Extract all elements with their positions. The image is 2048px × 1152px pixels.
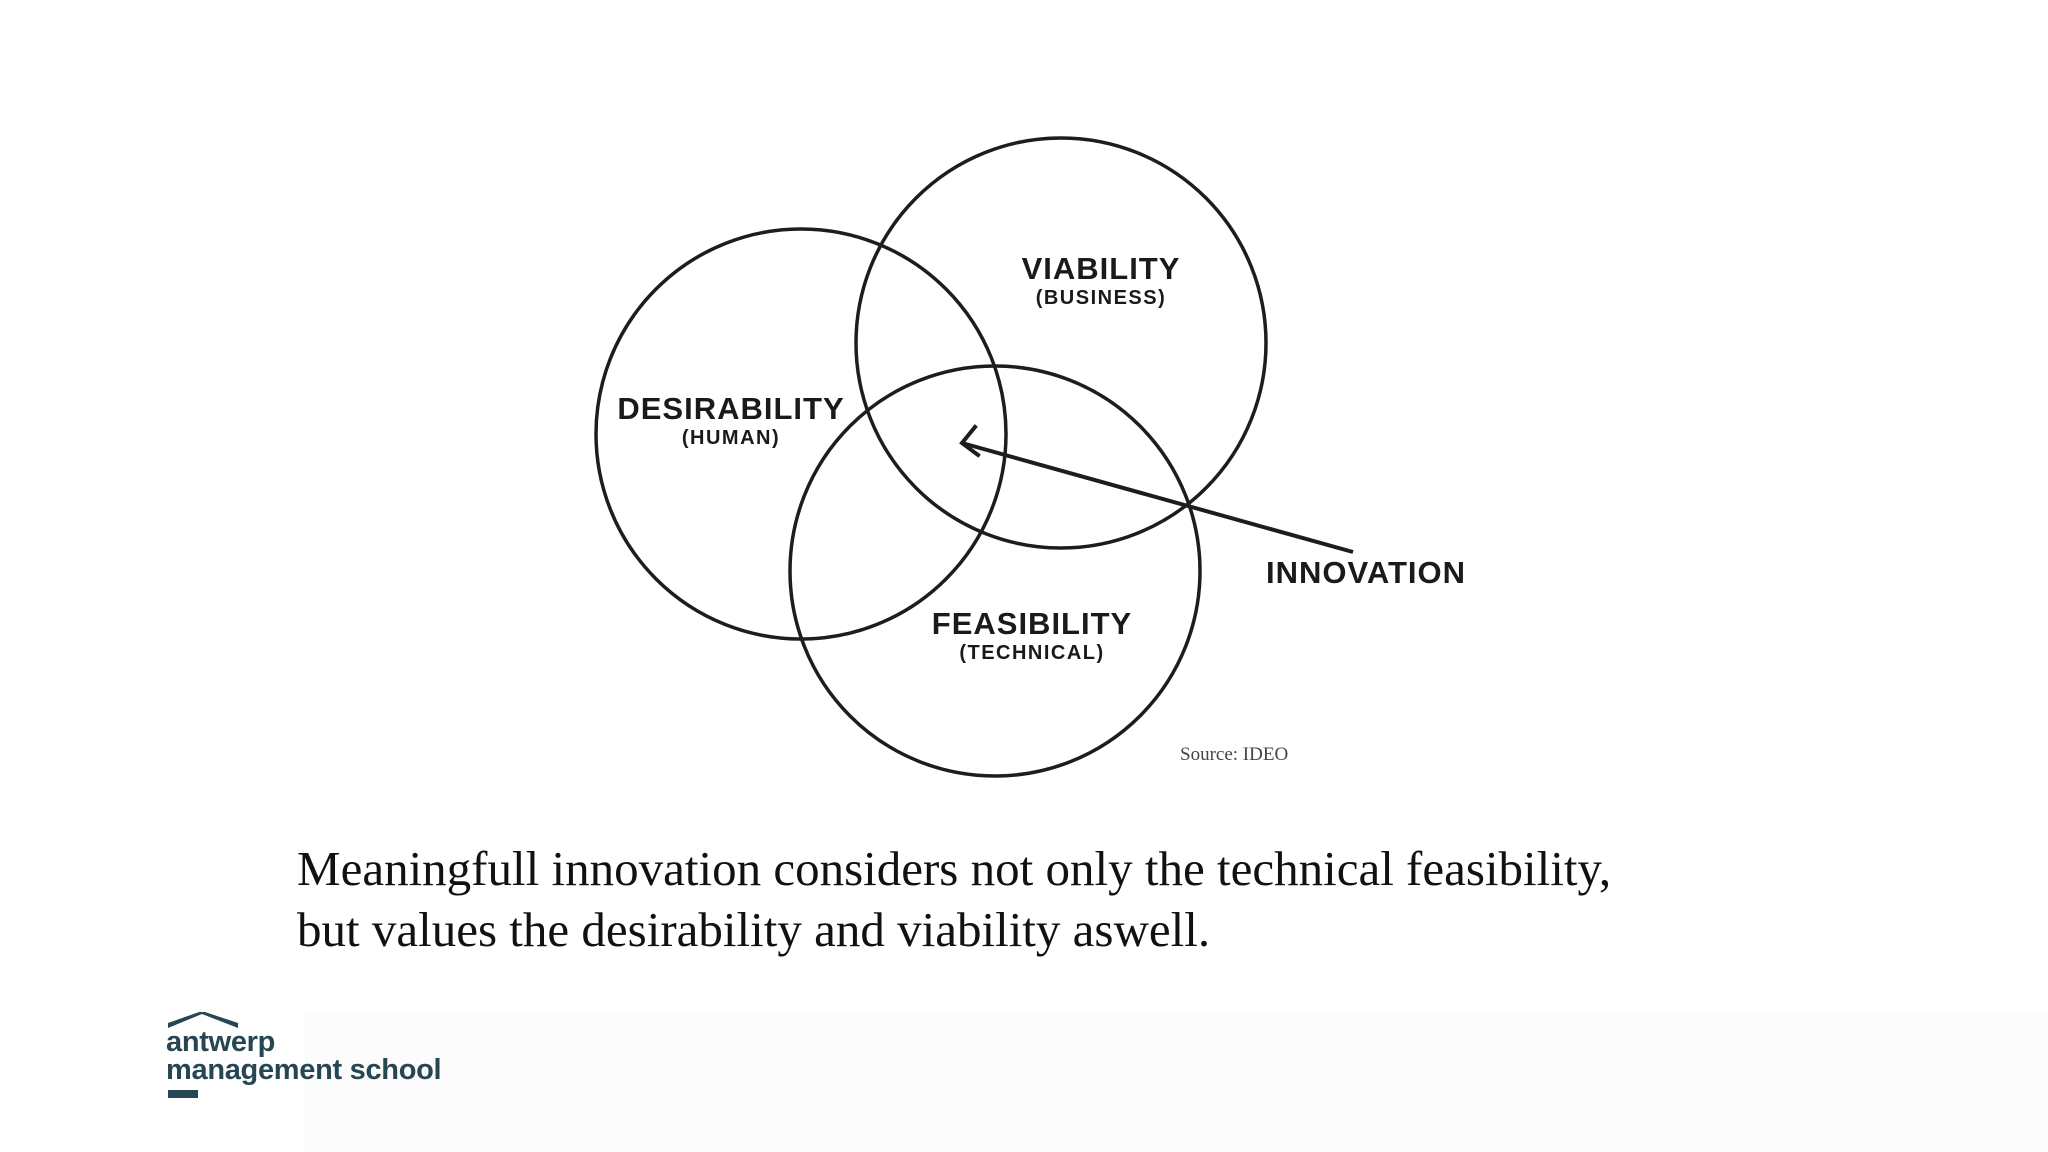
innovation-arrow-line — [961, 441, 1354, 554]
logo-wordmark: antwerp management school — [166, 1026, 442, 1086]
viability-label: VIABILITY — [1022, 251, 1181, 286]
caption: Meaningfull innovation considers not onl… — [297, 838, 1797, 960]
logo-line-1: antwerp — [166, 1026, 276, 1058]
logo-underline — [168, 1090, 198, 1098]
feasibility-circle — [788, 364, 1202, 778]
logo-roof-icon — [168, 1012, 238, 1028]
feasibility-label: FEASIBILITY — [932, 606, 1132, 641]
caption-line-2: but values the desirability and viabilit… — [297, 902, 1211, 957]
viability-sublabel: (BUSINESS) — [1036, 287, 1167, 309]
logo: antwerp management school — [166, 1012, 446, 1102]
desirability-sublabel: (HUMAN) — [682, 427, 780, 449]
innovation-label: INNOVATION — [1266, 555, 1466, 590]
footer-band — [305, 1010, 2048, 1152]
logo-line-2: management school — [166, 1054, 442, 1086]
caption-line-1: Meaningfull innovation considers not onl… — [297, 841, 1612, 896]
viability-circle — [854, 136, 1268, 550]
source-note: Source: IDEO — [1180, 744, 1288, 765]
desirability-label: DESIRABILITY — [617, 391, 844, 426]
feasibility-sublabel: (TECHNICAL) — [959, 642, 1104, 664]
desirability-circle — [594, 227, 1008, 641]
innovation-arrow-head — [959, 424, 981, 458]
